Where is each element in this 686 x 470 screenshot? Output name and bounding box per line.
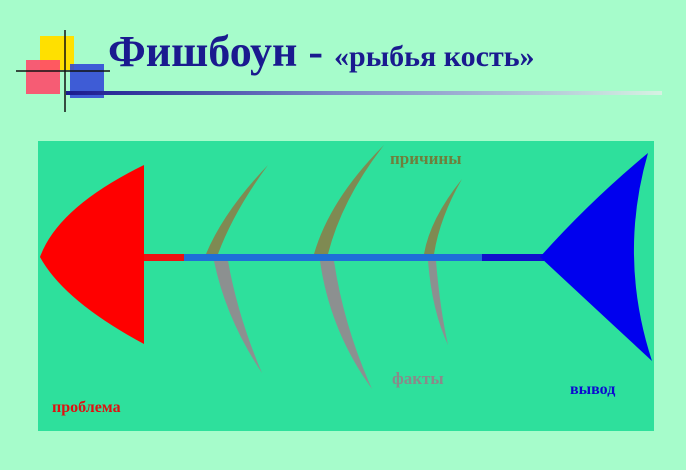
label-problem: проблема	[52, 399, 121, 416]
title-underline	[66, 91, 662, 95]
label-facts: факты	[392, 369, 444, 388]
upper-bone-1	[206, 165, 268, 254]
label-conclusion: вывод	[570, 381, 616, 398]
fishbone-diagram: причины факты проблема вывод	[38, 141, 654, 431]
lower-bone-2	[320, 261, 372, 389]
fish-head	[40, 165, 144, 344]
label-causes: причины	[390, 149, 462, 168]
title-sub: «рыбья кость»	[334, 40, 535, 73]
fishbone-drawing	[40, 145, 652, 389]
slide-title: Фишбоун - «рыбья кость»	[108, 26, 535, 77]
upper-bone-3	[424, 179, 462, 254]
spine-red-segment	[144, 254, 186, 261]
fish-tail	[540, 153, 652, 361]
red-square	[26, 60, 60, 94]
spine-blue-segment	[482, 254, 544, 261]
upper-bone-2	[314, 145, 384, 254]
spine	[184, 254, 484, 261]
decorative-squares-logo	[16, 30, 110, 112]
title-main: Фишбоун -	[108, 27, 335, 76]
lower-bone-1	[214, 261, 262, 373]
lower-bone-3	[428, 261, 448, 345]
